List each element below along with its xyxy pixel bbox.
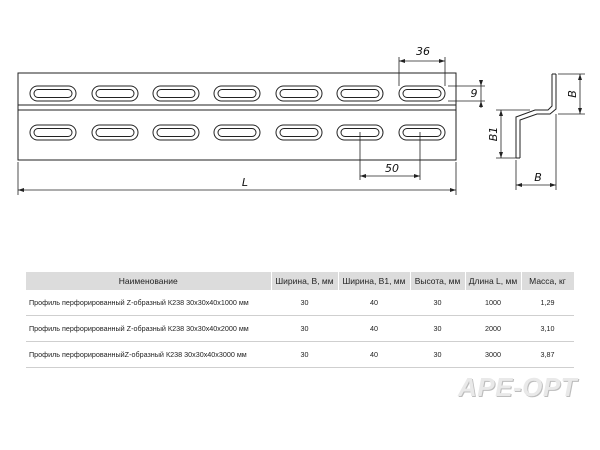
slot-inner-edge xyxy=(217,128,257,137)
dimension-label-width-b-top: B xyxy=(566,90,579,98)
header-name: Наименование xyxy=(26,272,272,290)
profile-side-view xyxy=(515,73,557,159)
table-header-row: Наименование Ширина, В, мм Ширина, В1, м… xyxy=(26,272,575,290)
slot-inner-edge xyxy=(156,89,196,98)
dimension-width-b-top xyxy=(558,73,585,115)
cell-width-b1: 40 xyxy=(338,290,410,316)
slot-inner-edge xyxy=(402,89,442,98)
cell-mass: 3,87 xyxy=(521,341,574,368)
cell-name: Профиль перфорированный Z-образный К238 … xyxy=(26,290,271,316)
cell-length: 2000 xyxy=(465,315,521,342)
dimension-label-length: L xyxy=(242,176,248,189)
dimension-height-b1 xyxy=(496,109,530,159)
slot xyxy=(213,124,261,141)
header-height: Высота, мм xyxy=(410,272,466,290)
slot-inner-edge xyxy=(217,89,257,98)
table-row: Профиль перфорированныйZ-образный К238 3… xyxy=(26,341,574,368)
dimension-label-height-b1: B1 xyxy=(487,127,500,142)
slot xyxy=(275,124,323,141)
slot xyxy=(29,124,77,141)
cell-length: 1000 xyxy=(465,290,521,316)
profile-front-view xyxy=(17,72,457,161)
dimension-label-offset: 50 xyxy=(385,162,399,175)
cell-name: Профиль перфорированныйZ-образный К238 3… xyxy=(26,341,271,368)
slots-row-top xyxy=(29,85,446,102)
dimension-offset xyxy=(359,132,421,180)
header-length: Длина L, мм xyxy=(465,272,522,290)
slot xyxy=(336,85,384,102)
slot xyxy=(213,85,261,102)
cell-height: 30 xyxy=(410,341,465,368)
header-width-b1: Ширина, В1, мм xyxy=(338,272,411,290)
slot xyxy=(91,124,139,141)
dimension-length xyxy=(17,162,457,195)
slot-inner-edge xyxy=(340,89,380,98)
dimension-label-slot-pitch: 36 xyxy=(416,45,430,58)
slot-inner-edge xyxy=(279,89,319,98)
slot xyxy=(398,124,446,141)
dimension-label-slot-height: 9 xyxy=(471,87,478,100)
slot-inner-edge xyxy=(33,89,73,98)
header-mass: Масса, кг xyxy=(521,272,575,290)
slot xyxy=(152,85,200,102)
slot-inner-edge xyxy=(279,128,319,137)
cell-name: Профиль перфорированный Z-образный К238 … xyxy=(26,315,271,342)
spec-table: Наименование Ширина, В, мм Ширина, В1, м… xyxy=(26,272,575,368)
dimension-slot-height xyxy=(448,80,485,108)
dimension-slot-pitch xyxy=(398,57,446,86)
table-row: Профиль перфорированный Z-образный К238 … xyxy=(26,290,574,316)
slot-inner-edge xyxy=(95,89,135,98)
cell-length: 3000 xyxy=(465,341,521,368)
slot xyxy=(152,124,200,141)
technical-drawing: 36 9 50 L B xyxy=(17,45,585,195)
cell-width-b: 30 xyxy=(271,315,338,342)
table-row: Профиль перфорированный Z-образный К238 … xyxy=(26,315,574,342)
slot-inner-edge xyxy=(402,128,442,137)
slot xyxy=(275,85,323,102)
header-width-b: Ширина, В, мм xyxy=(271,272,339,290)
brand-logo: APE-OPT xyxy=(458,372,578,402)
cell-height: 30 xyxy=(410,290,465,316)
cell-mass: 1,29 xyxy=(521,290,574,316)
dimension-label-width-b-bottom: B xyxy=(534,171,542,184)
slot xyxy=(91,85,139,102)
slots-row-bottom xyxy=(29,124,446,141)
cell-width-b1: 40 xyxy=(338,315,410,342)
slot-inner-edge xyxy=(33,128,73,137)
slot xyxy=(29,85,77,102)
dimension-width-b-bottom xyxy=(515,114,557,190)
cell-mass: 3,10 xyxy=(521,315,574,342)
cell-width-b1: 40 xyxy=(338,341,410,368)
cell-height: 30 xyxy=(410,315,465,342)
cell-width-b: 30 xyxy=(271,341,338,368)
slot-inner-edge xyxy=(156,128,196,137)
cell-width-b: 30 xyxy=(271,290,338,316)
slot-inner-edge xyxy=(95,128,135,137)
slot xyxy=(398,85,446,102)
